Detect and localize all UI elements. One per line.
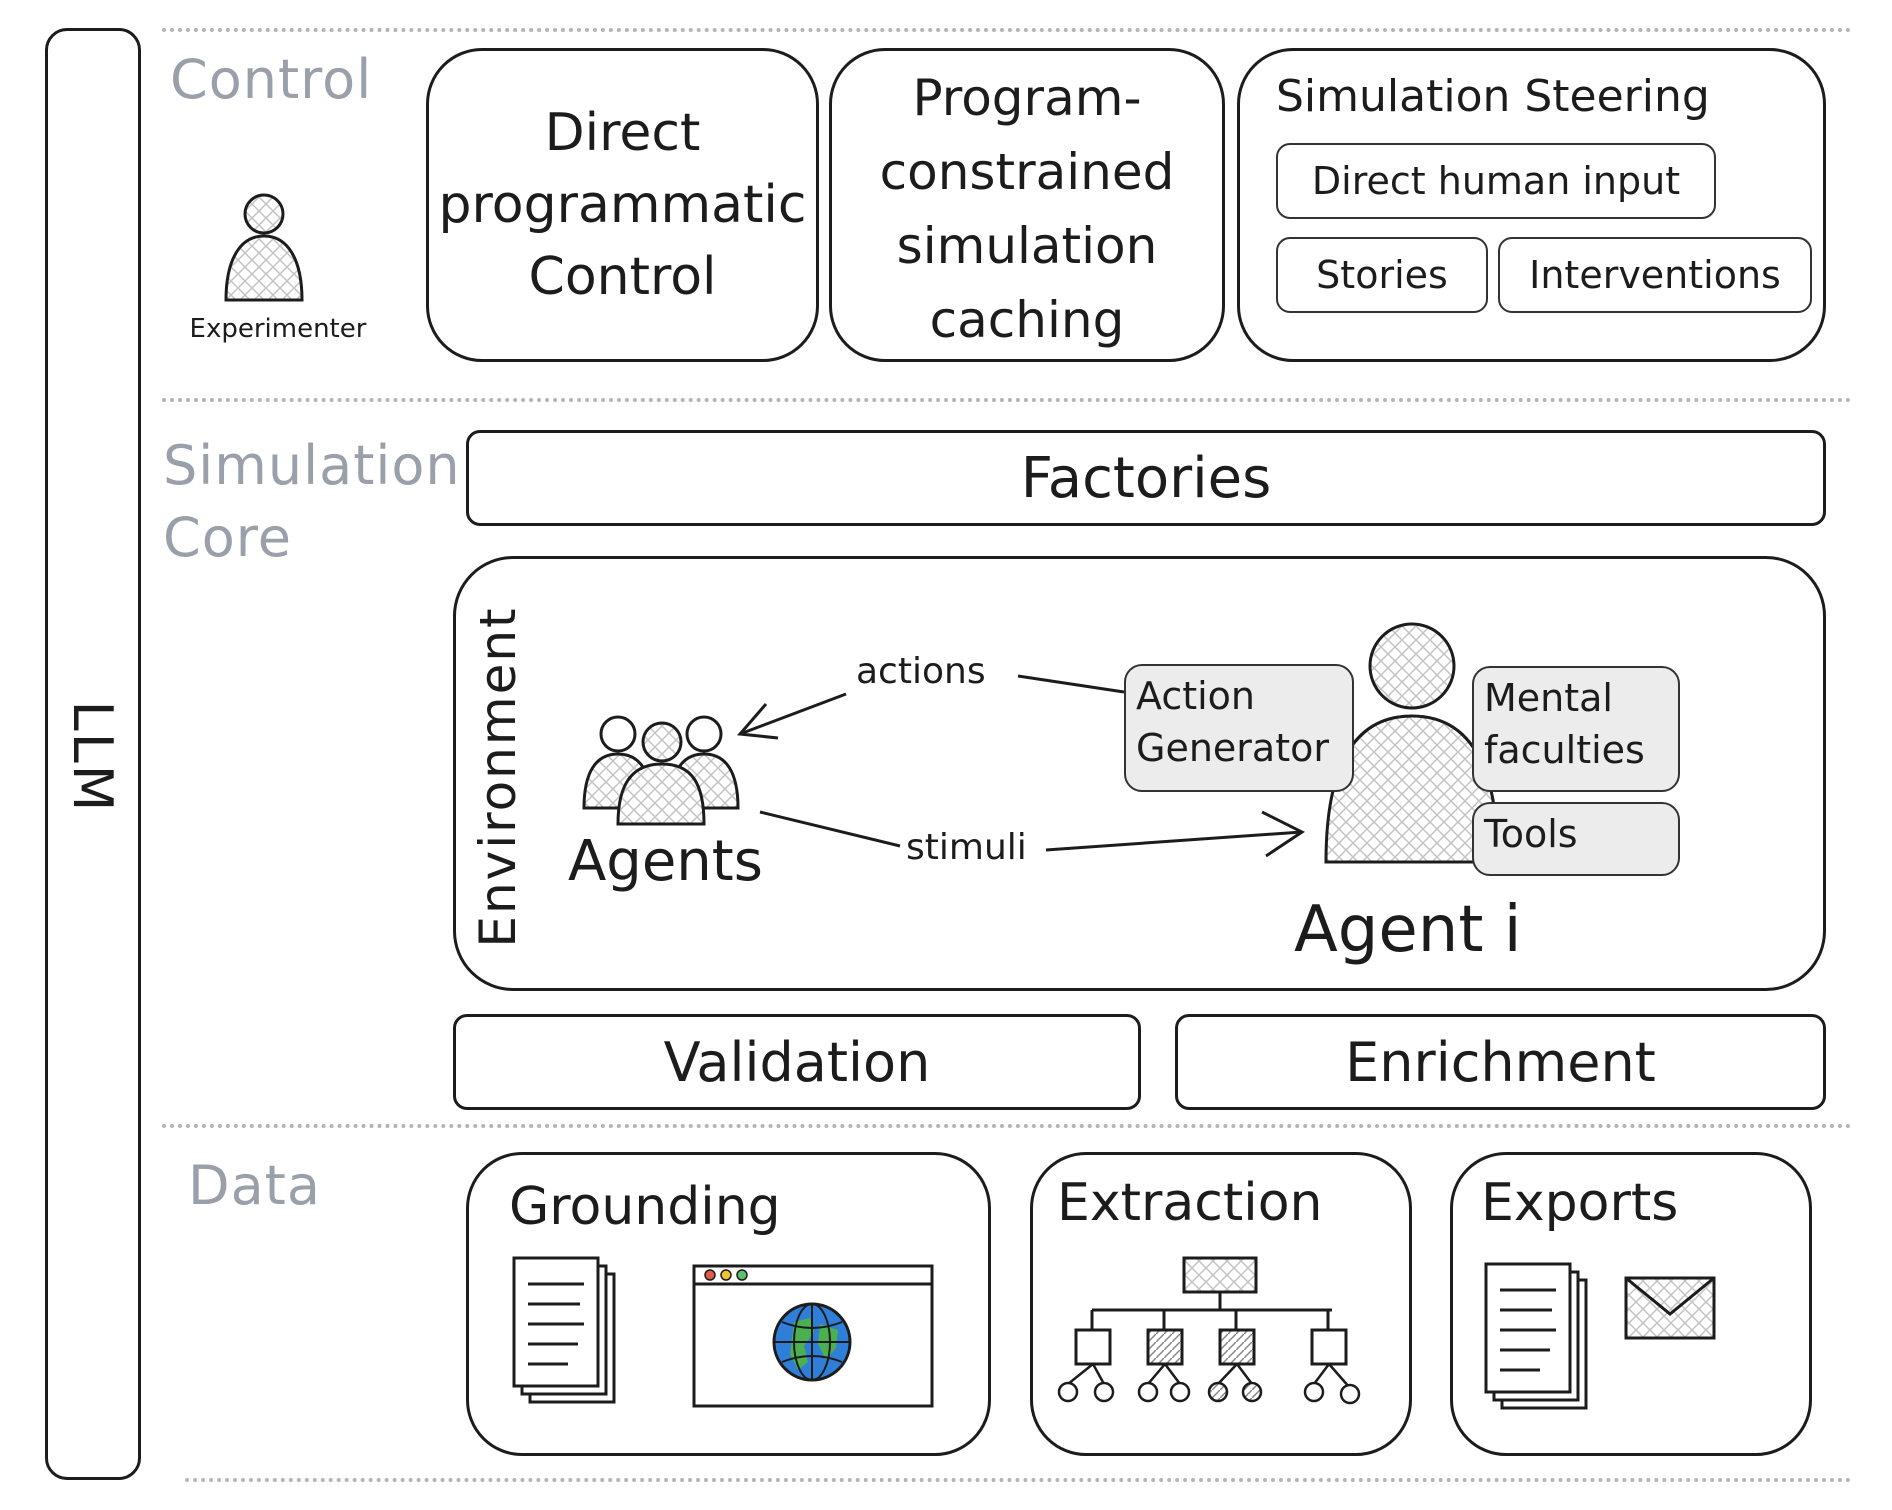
direct-control-line-1: Direct [544,103,701,163]
direct-control-line-2: programmatic [438,175,807,235]
environment-label: Environment [469,606,527,948]
steering-title: Simulation Steering [1276,71,1710,122]
divider-control-core [162,398,1852,402]
simulation-steering-box: Simulation Steering Direct human input S… [1237,48,1826,362]
mental-faculties-line-2: faculties [1484,728,1645,772]
export-documents-icon [1484,1262,1588,1410]
caching-text: Program- constrained simulation caching [832,61,1222,357]
validation-box: Validation [453,1014,1141,1110]
layer-label-control: Control [170,48,373,111]
experimenter-label: Experimenter [189,314,367,344]
envelope-icon [1624,1276,1716,1340]
caching-line-3: simulation [896,217,1158,275]
interventions-chip: Interventions [1498,237,1812,313]
agent-i-label: Agent i [1294,893,1522,967]
agents-label: Agents [568,829,763,894]
layer-label-data: Data [188,1154,321,1217]
divider-core-data [162,1124,1852,1128]
agents-group-icon [582,715,740,826]
action-generator-tag: Action Generator [1124,664,1354,792]
tree-hierarchy-icon [1057,1256,1361,1405]
agent-i-icon [1324,622,1500,864]
stimuli-label: stimuli [906,827,1027,868]
enrichment-box: Enrichment [1175,1014,1826,1110]
mental-faculties-line-1: Mental [1484,676,1613,720]
divider-bottom [185,1478,1852,1482]
action-generator-line-2: Generator [1136,726,1329,770]
factories-box: Factories [466,430,1826,526]
action-generator-line-1: Action [1136,674,1256,718]
simulation-caching-box: Program- constrained simulation caching [829,48,1225,362]
direct-control-text: Direct programmatic Control [429,97,816,313]
experimenter-icon [224,193,304,302]
layer-label-core: Core [163,506,292,569]
direct-human-input-chip: Direct human input [1276,143,1716,219]
exports-title: Exports [1481,1173,1679,1233]
llm-sidebar: LLM [45,28,141,1480]
caching-line-4: caching [929,291,1125,349]
caching-line-1: Program- [912,69,1142,127]
caching-line-2: constrained [879,143,1175,201]
actions-label: actions [856,651,986,692]
divider-top [162,28,1852,32]
browser-globe-icon [692,1264,934,1408]
direct-control-line-3: Control [528,247,717,307]
documents-icon [512,1256,616,1404]
layer-label-simulation: Simulation [163,434,461,497]
stories-chip: Stories [1276,237,1488,313]
extraction-title: Extraction [1057,1173,1323,1233]
grounding-title: Grounding [509,1177,781,1237]
mental-faculties-tag: Mental faculties [1472,666,1680,792]
llm-label: LLM [61,700,125,814]
direct-programmatic-control-box: Direct programmatic Control [426,48,819,362]
tools-tag: Tools [1472,802,1680,876]
